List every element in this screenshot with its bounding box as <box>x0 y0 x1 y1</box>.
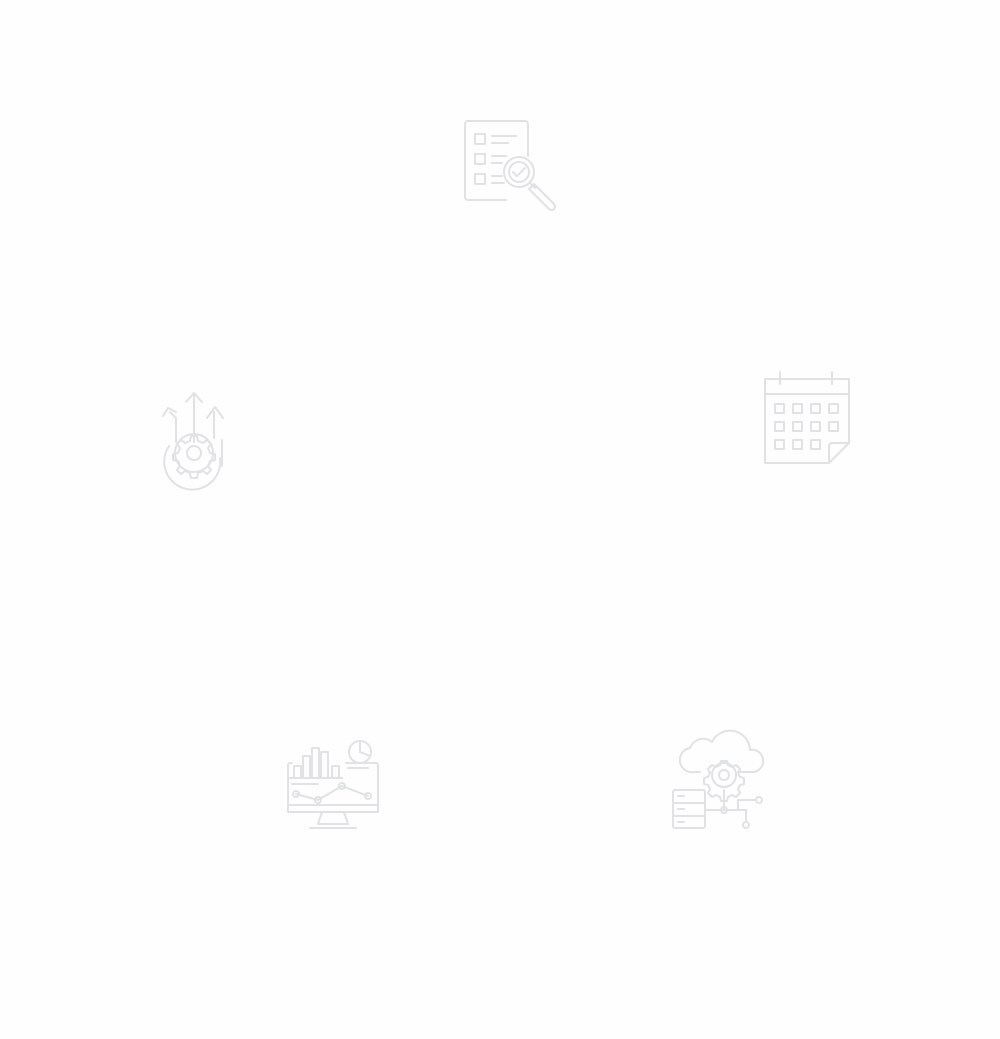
cloud-server-network-icon <box>670 728 766 832</box>
calendar-icon <box>762 368 852 464</box>
checklist-search-icon <box>462 118 558 212</box>
analytics-monitor-icon <box>284 738 382 832</box>
growth-gear-icon <box>158 390 230 491</box>
